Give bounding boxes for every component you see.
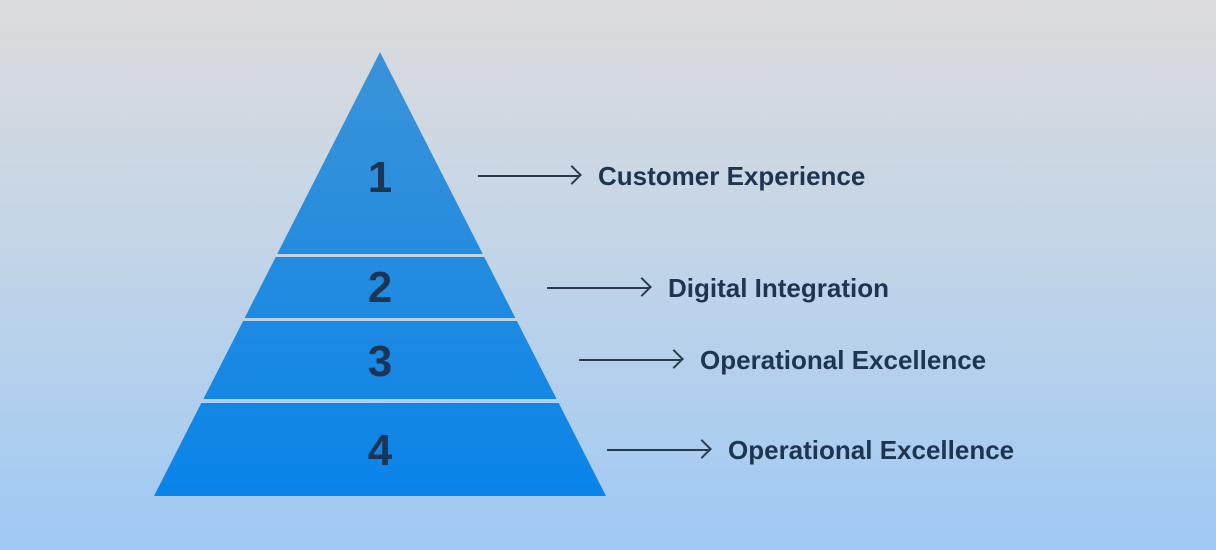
level-number-4: 4: [367, 426, 393, 475]
pyramid-level-4: [154, 403, 606, 496]
pyramid-level-2: [244, 257, 516, 318]
level-label-3: Operational Excellence: [700, 345, 987, 375]
arrow-right-icon: [607, 449, 710, 451]
level-number-1: 1: [367, 153, 393, 202]
level-label-1: Customer Experience: [598, 161, 866, 191]
arrow-right-icon: [547, 287, 650, 289]
pyramid-level-1: [277, 52, 483, 254]
level-label-4: Operational Excellence: [728, 435, 1015, 465]
level-label-2: Digital Integration: [668, 273, 889, 303]
level-number-2: 2: [367, 263, 393, 312]
pyramid-level-3: [203, 321, 557, 399]
level-number-3: 3: [367, 337, 393, 386]
arrow-right-icon: [478, 175, 580, 177]
arrow-right-icon: [579, 359, 682, 361]
